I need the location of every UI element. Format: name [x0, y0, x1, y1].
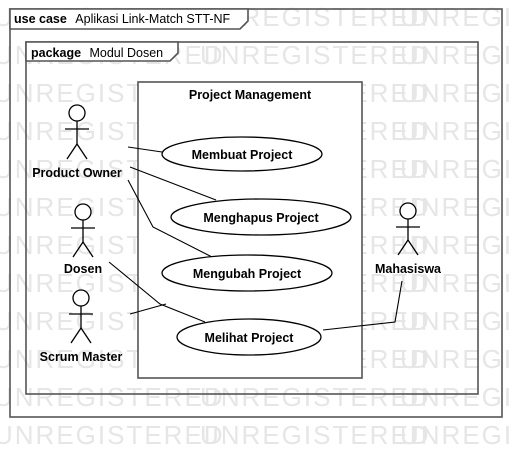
package-frame: package Modul Dosen: [25, 41, 479, 395]
watermark-text: UNREGISTERED: [200, 420, 431, 450]
actor-label: Product Owner: [32, 166, 122, 180]
outer-frame-name: Aplikasi Link-Match STT-NF: [75, 12, 230, 26]
association-line-product-owner-menghapus[interactable]: [129, 166, 217, 201]
actor-label: Scrum Master: [40, 350, 123, 364]
actor-mahasiswa[interactable]: Mahasiswa: [375, 202, 442, 276]
package-frame-keyword: package: [31, 46, 81, 60]
watermark-text: UNREGISTERED: [200, 40, 431, 70]
association-line-product-owner-membuat[interactable]: [127, 146, 163, 153]
stick-figure-icon: [71, 203, 95, 258]
use-case-label: Menghapus Project: [203, 211, 319, 225]
outer-frame: use case Aplikasi Link-Match STT-NF: [9, 8, 503, 418]
package-frame-tab: [25, 41, 179, 62]
association-line-dosen-melihat[interactable]: [108, 261, 206, 323]
system-boundary-title: Project Management: [189, 88, 312, 102]
watermark-text: UNREGISTERED: [400, 344, 514, 374]
watermark-text: UNREGISTERED: [400, 78, 514, 108]
stick-figure-icon: [396, 202, 420, 256]
watermark-text: UNREGISTERED: [400, 382, 514, 412]
association-line-mahasiswa-melihat[interactable]: [322, 280, 403, 331]
use-case-label: Membuat Project: [192, 148, 294, 162]
use-case-membuat-project[interactable]: Membuat Project: [161, 136, 323, 172]
watermark-text: UNREGISTERED: [400, 116, 514, 146]
watermark-text: UNREGISTERED: [400, 420, 514, 450]
package-frame-heading: package Modul Dosen: [31, 44, 163, 61]
watermark-text: UNREGISTERED: [400, 192, 514, 222]
stick-figure-icon: [69, 289, 93, 344]
outer-frame-border: [9, 8, 503, 418]
actor-label: Dosen: [64, 262, 102, 276]
associations: [108, 146, 403, 331]
package-frame-name: Modul Dosen: [89, 46, 163, 60]
actor-product-owner[interactable]: Product Owner: [32, 104, 122, 180]
watermark-text: UNREGISTERED: [400, 2, 514, 32]
outer-frame-heading: use case Aplikasi Link-Match STT-NF: [14, 10, 231, 27]
outer-frame-keyword: use case: [14, 12, 67, 26]
watermark-text: UNREGISTERED: [400, 40, 514, 70]
association-line-product-owner-mengubah[interactable]: [127, 179, 215, 259]
use-case-label: Melihat Project: [205, 331, 295, 345]
actor-label: Mahasiswa: [375, 262, 442, 276]
watermark-text: UNREGISTERED: [0, 420, 225, 450]
stick-figure-icon: [65, 104, 89, 160]
use-case-menghapus-project[interactable]: Menghapus Project: [170, 198, 352, 236]
association-line-scrum-master-melihat[interactable]: [129, 303, 167, 315]
actor-dosen[interactable]: Dosen: [64, 203, 102, 276]
outer-frame-tab: [9, 8, 249, 30]
use-case-ellipse[interactable]: [161, 136, 323, 172]
use-case-melihat-project[interactable]: Melihat Project: [176, 318, 322, 356]
watermark-text: UNREGISTERED: [400, 306, 514, 336]
package-frame-border: [25, 41, 479, 395]
watermark-text: UNREGISTERED: [400, 154, 514, 184]
watermark-text: UNREGISTERED: [400, 230, 514, 260]
use-case-ellipse[interactable]: [176, 318, 322, 356]
use-case-mengubah-project[interactable]: Mengubah Project: [161, 254, 333, 292]
use-case-ellipse[interactable]: [170, 198, 352, 236]
use-case-ellipse[interactable]: [161, 254, 333, 292]
watermark-text: UNREGISTERED: [0, 382, 225, 412]
watermark-text: UNREGISTERED: [200, 382, 431, 412]
actor-scrum-master[interactable]: Scrum Master: [40, 289, 123, 364]
use-case-label: Mengubah Project: [193, 267, 302, 281]
watermark-text: UNREGISTERED: [400, 268, 514, 298]
